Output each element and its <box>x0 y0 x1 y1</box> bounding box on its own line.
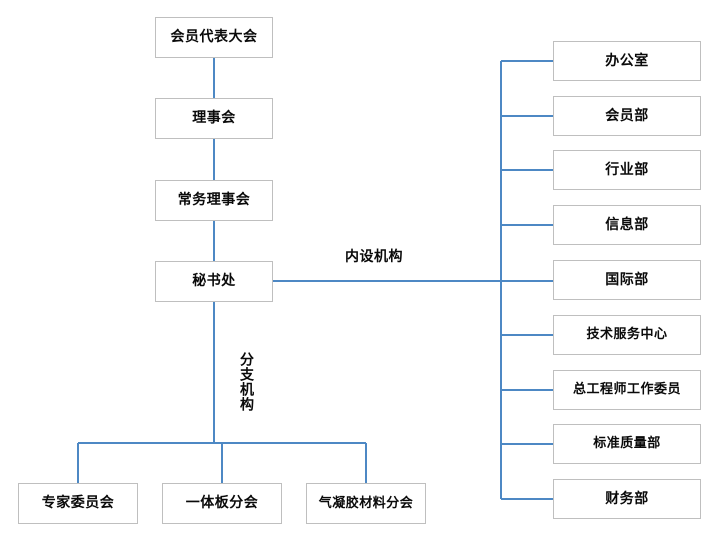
node-membership[interactable]: 会员部 <box>553 96 701 136</box>
node-council[interactable]: 理事会 <box>155 98 273 139</box>
node-standing-council[interactable]: 常务理事会 <box>155 180 273 221</box>
node-office[interactable]: 办公室 <box>553 41 701 81</box>
node-chief-engineer-committee[interactable]: 总工程师工作委员 <box>553 370 701 410</box>
node-expert-committee[interactable]: 专家委员会 <box>18 483 138 524</box>
node-standards-quality[interactable]: 标准质量部 <box>553 424 701 464</box>
node-tech-service-center[interactable]: 技术服务中心 <box>553 315 701 355</box>
node-secretariat[interactable]: 秘书处 <box>155 261 273 302</box>
node-assembly[interactable]: 会员代表大会 <box>155 17 273 58</box>
label-internal-departments: 内设机构 <box>345 249 403 265</box>
node-international[interactable]: 国际部 <box>553 260 701 300</box>
label-branch-organizations: 分支机构 <box>238 352 254 412</box>
node-information[interactable]: 信息部 <box>553 205 701 245</box>
node-finance[interactable]: 财务部 <box>553 479 701 519</box>
node-integrated-board-branch[interactable]: 一体板分会 <box>162 483 282 524</box>
node-industry[interactable]: 行业部 <box>553 150 701 190</box>
node-aerogel-material-branch[interactable]: 气凝胶材料分会 <box>306 483 426 524</box>
